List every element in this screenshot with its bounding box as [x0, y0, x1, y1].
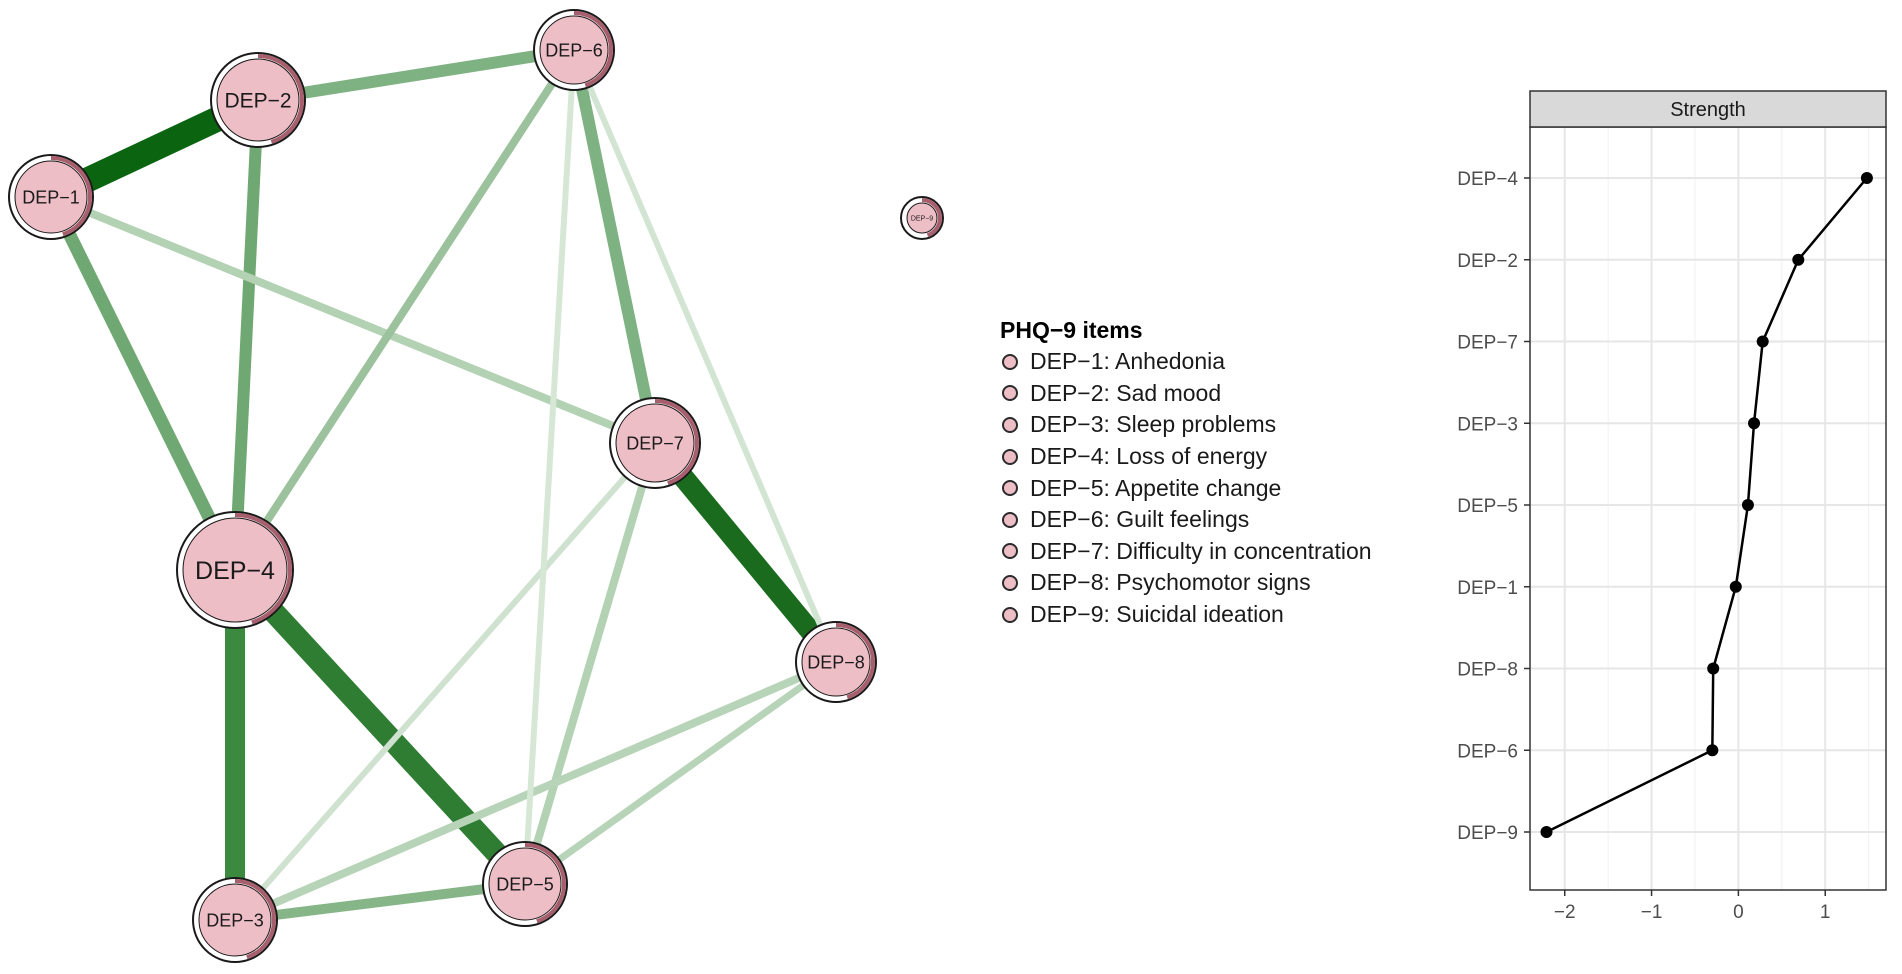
legend-item-label: DEP−5: Appetite change: [1030, 474, 1282, 501]
node-label: DEP−5: [496, 874, 554, 894]
edge-dep-3-dep-8: [233, 658, 838, 924]
edge-dep-3-dep-5: [234, 879, 526, 925]
edge-dep-5-dep-7: [521, 441, 659, 886]
node-label: DEP−2: [224, 89, 291, 112]
legend-dot-icon: [1002, 416, 1018, 433]
edge-dep-7-dep-8: [646, 436, 845, 669]
node-dep-2: DEP−2: [210, 52, 306, 148]
legend-dot-icon: [1002, 511, 1018, 528]
node-label: DEP−1: [22, 187, 80, 207]
edge-dep-5-dep-8: [522, 659, 839, 887]
node-label: DEP−3: [206, 910, 264, 930]
legend: PHQ−9 items DEP−1: Anhedonia DEP−2: Sad …: [1000, 314, 1372, 630]
legend-item: DEP−2: Sad mood: [1000, 378, 1372, 410]
legend-item: DEP−9: Suicidal ideation: [1000, 599, 1372, 631]
edge-dep-2-dep-4: [229, 99, 264, 571]
legend-dot-icon: [1002, 480, 1018, 497]
legend-dot-icon: [1002, 574, 1018, 591]
edge-dep-6-dep-8: [571, 48, 839, 664]
node-dep-1: DEP−1: [8, 154, 94, 240]
node-label: DEP−7: [626, 433, 684, 453]
legend-item: DEP−8: Psychomotor signs: [1000, 567, 1372, 599]
legend-item: DEP−7: Difficulty in concentration: [1000, 536, 1372, 568]
legend-item-label: DEP−4: Loss of energy: [1030, 443, 1268, 470]
node-dep-4: DEP−4: [176, 511, 294, 629]
edge-dep-6-dep-7: [568, 48, 661, 445]
legend-item-label: DEP−9: Suicidal ideation: [1030, 601, 1284, 628]
edge-dep-1-dep-4: [45, 194, 241, 573]
edge-dep-4-dep-6: [231, 47, 578, 573]
legend-title: PHQ−9 items: [1000, 317, 1143, 343]
node-label: DEP−9: [911, 215, 933, 222]
node-label: DEP−4: [195, 557, 275, 585]
legend-item-label: DEP−2: Sad mood: [1030, 379, 1222, 406]
legend-dot-icon: [1002, 543, 1018, 560]
legend-item-label: DEP−8: Psychomotor signs: [1030, 569, 1311, 596]
node-dep-7: DEP−7: [609, 397, 701, 489]
legend-item: DEP−4: Loss of energy: [1000, 441, 1372, 473]
edge-dep-5-dep-6: [522, 49, 577, 885]
network-edges: [45, 44, 845, 925]
node-dep-5: DEP−5: [482, 841, 568, 927]
node-dep-8: DEP−8: [795, 621, 877, 703]
legend-item: DEP−1: Anhedonia: [1000, 346, 1372, 378]
legend-item: DEP−3: Sleep problems: [1000, 409, 1372, 441]
edge-dep-4-dep-5: [226, 562, 534, 892]
legend-item: DEP−6: Guilt feelings: [1000, 504, 1372, 536]
legend-item-label: DEP−7: Difficulty in concentration: [1030, 537, 1372, 564]
legend-dot-icon: [1002, 606, 1018, 623]
node-dep-9: DEP−9: [900, 196, 944, 240]
node-dep-3: DEP−3: [192, 877, 278, 963]
legend-item: DEP−5: Appetite change: [1000, 472, 1372, 504]
legend-dot-icon: [1002, 448, 1018, 465]
legend-item-label: DEP−1: Anhedonia: [1030, 348, 1226, 375]
node-dep-6: DEP−6: [533, 9, 615, 91]
edge-dep-3-dep-7: [232, 441, 658, 922]
legend-dot-icon: [1002, 353, 1018, 370]
legend-dot-icon: [1002, 385, 1018, 402]
node-label: DEP−8: [807, 652, 865, 672]
edge-dep-2-dep-6: [257, 44, 575, 106]
node-label: DEP−6: [545, 40, 603, 60]
legend-item-label: DEP−6: Guilt feelings: [1030, 506, 1250, 533]
legend-item-label: DEP−3: Sleep problems: [1030, 411, 1277, 438]
